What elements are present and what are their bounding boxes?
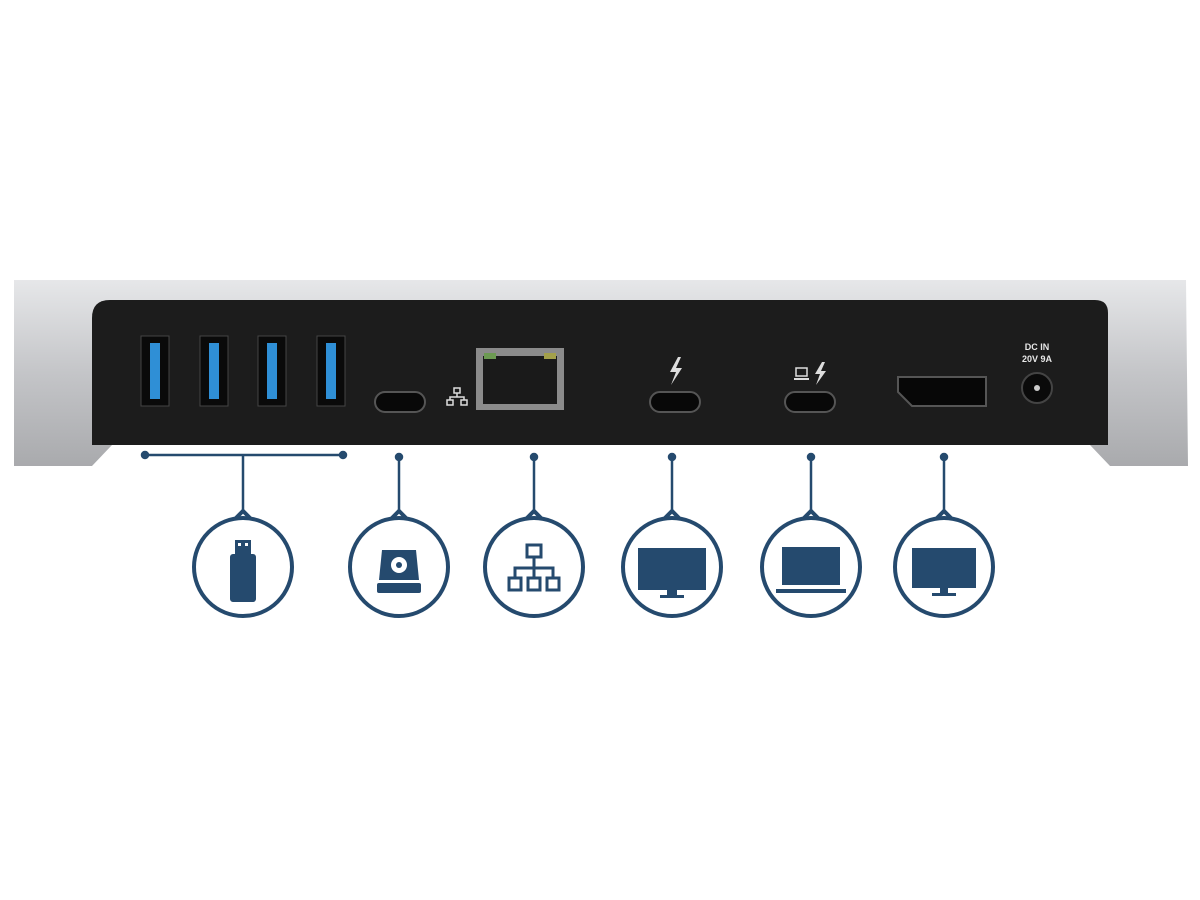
monitor-icon [912,548,976,596]
usb-a-port [140,335,170,407]
usb-a-port [316,335,346,407]
monitor-icon [638,548,706,598]
usb-drive-icon [230,540,256,602]
usb-a-port [199,335,229,407]
dc-power-jack [1021,372,1053,404]
port-panel [92,300,1108,445]
network-symbol-icon [446,387,468,406]
thunderbolt-host-port [784,391,836,413]
callout-connectors [140,450,949,512]
ethernet-port [476,348,564,410]
thunderbolt-icon [670,357,682,385]
usb-a-port [257,335,287,407]
laptop-thunderbolt-icon [794,362,826,385]
displayport [897,376,987,407]
power-label-line1: DC IN [1024,342,1050,352]
dock-shell [14,280,1188,466]
hard-drive-icon [377,550,421,593]
network-icon [507,543,561,592]
power-label: DC IN 20V 9A [1012,341,1062,365]
laptop-icon [776,547,846,593]
thunderbolt-port [649,391,701,413]
usb-c-port [374,391,426,413]
power-label-line2: 20V 9A [1021,354,1053,364]
usb-a-ports [140,335,346,407]
